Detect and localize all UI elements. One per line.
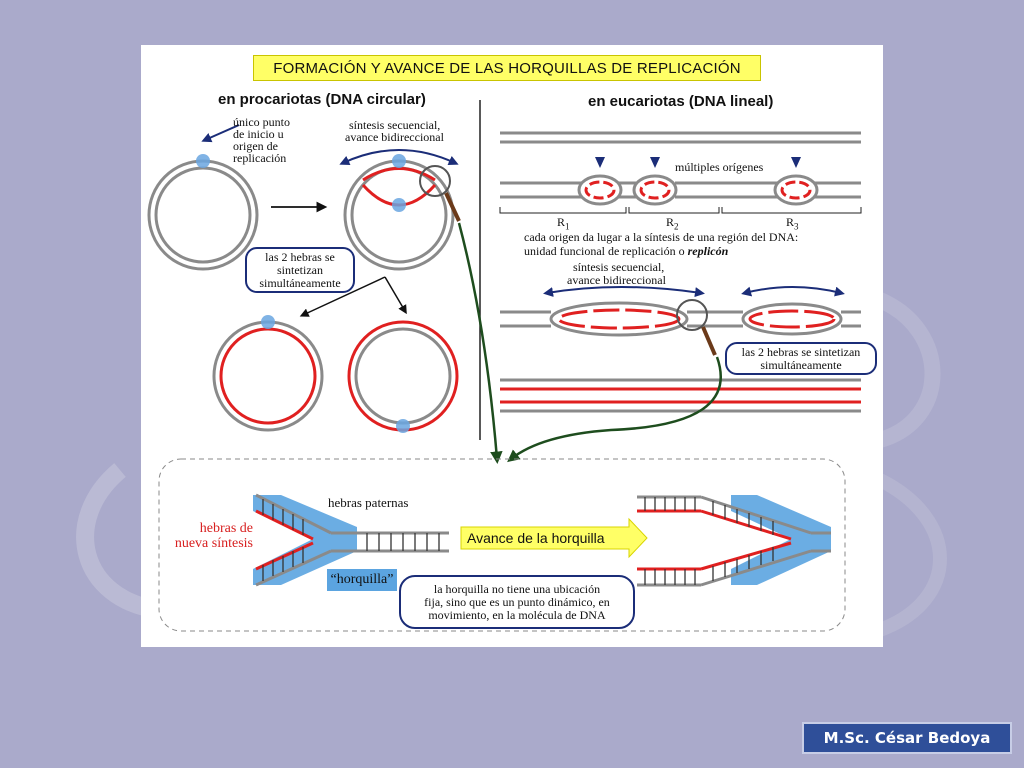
diagram-panel: FORMACIÓN Y AVANCE DE LAS HORQUILLAS DE … — [141, 45, 883, 647]
replicon-caption-line-1: cada origen da lugar a la síntesis de un… — [524, 230, 799, 244]
prokaryote-daughter-2 — [347, 320, 459, 433]
bidirectional-arrow — [339, 149, 459, 166]
fork-explanation-bubble: la horquilla no tiene una ubicación fija… — [399, 575, 635, 629]
origin-marker — [650, 157, 660, 168]
prokaryote-heading: en procariotas (DNA circular) — [218, 91, 426, 108]
fork-detail-box — [158, 458, 846, 632]
origin-pointer-arrow — [201, 124, 240, 143]
replication-fork-right — [637, 495, 831, 587]
replicon-caption-line-2: unidad funcional de replicación o replic… — [524, 244, 729, 258]
replicon-label-1: R1 — [557, 215, 570, 232]
new-strands-label: hebras de nueva síntesis — [174, 521, 253, 551]
magnifier-icon — [676, 299, 717, 356]
zoom-pointer-left — [457, 222, 503, 464]
origin-marker — [791, 157, 801, 168]
advance-arrow — [460, 517, 648, 559]
origin-marker — [595, 157, 605, 168]
eukaryote-simultaneous-bubble: las 2 hebras se sintetizan simultáneamen… — [725, 342, 877, 375]
prokaryote-daughter-1 — [212, 315, 324, 432]
prokaryote-simultaneous-bubble: las 2 hebras se sintetizan simultáneamen… — [245, 247, 355, 293]
replicon-label-3: R3 — [786, 215, 799, 232]
bidirectional-arrow — [741, 286, 845, 297]
prokaryote-circle-2 — [343, 154, 455, 271]
prokaryote-circle-1 — [147, 154, 259, 271]
linear-dna-origins — [500, 157, 861, 206]
fork-tag: “horquilla” — [327, 569, 397, 591]
magnifier-icon — [419, 165, 461, 222]
origin-dot — [196, 154, 210, 168]
parental-strands-label: hebras paternas — [328, 495, 409, 510]
linear-dna-final — [500, 378, 861, 413]
replication-fork-left — [253, 493, 449, 587]
multiple-origins-label: múltiples orígenes — [675, 160, 764, 174]
zoom-pointer-right — [507, 356, 722, 463]
fork-advance-label: Avance de la horquilla — [467, 530, 605, 546]
linear-dna-bubbles — [500, 301, 861, 337]
replicon-label-2: R2 — [666, 215, 679, 232]
diagram-title: FORMACIÓN Y AVANCE DE LAS HORQUILLAS DE … — [253, 55, 761, 81]
linear-dna-top — [500, 131, 861, 144]
eukaryote-heading: en eucariotas (DNA lineal) — [588, 93, 774, 110]
replication-diagram — [147, 100, 862, 632]
replicon-brackets — [499, 207, 862, 214]
split-arrow-right — [384, 276, 407, 315]
bidirectional-arrow — [543, 286, 705, 298]
author-credit: M.Sc. César Bedoya — [802, 722, 1012, 754]
split-arrow-left — [299, 276, 386, 317]
